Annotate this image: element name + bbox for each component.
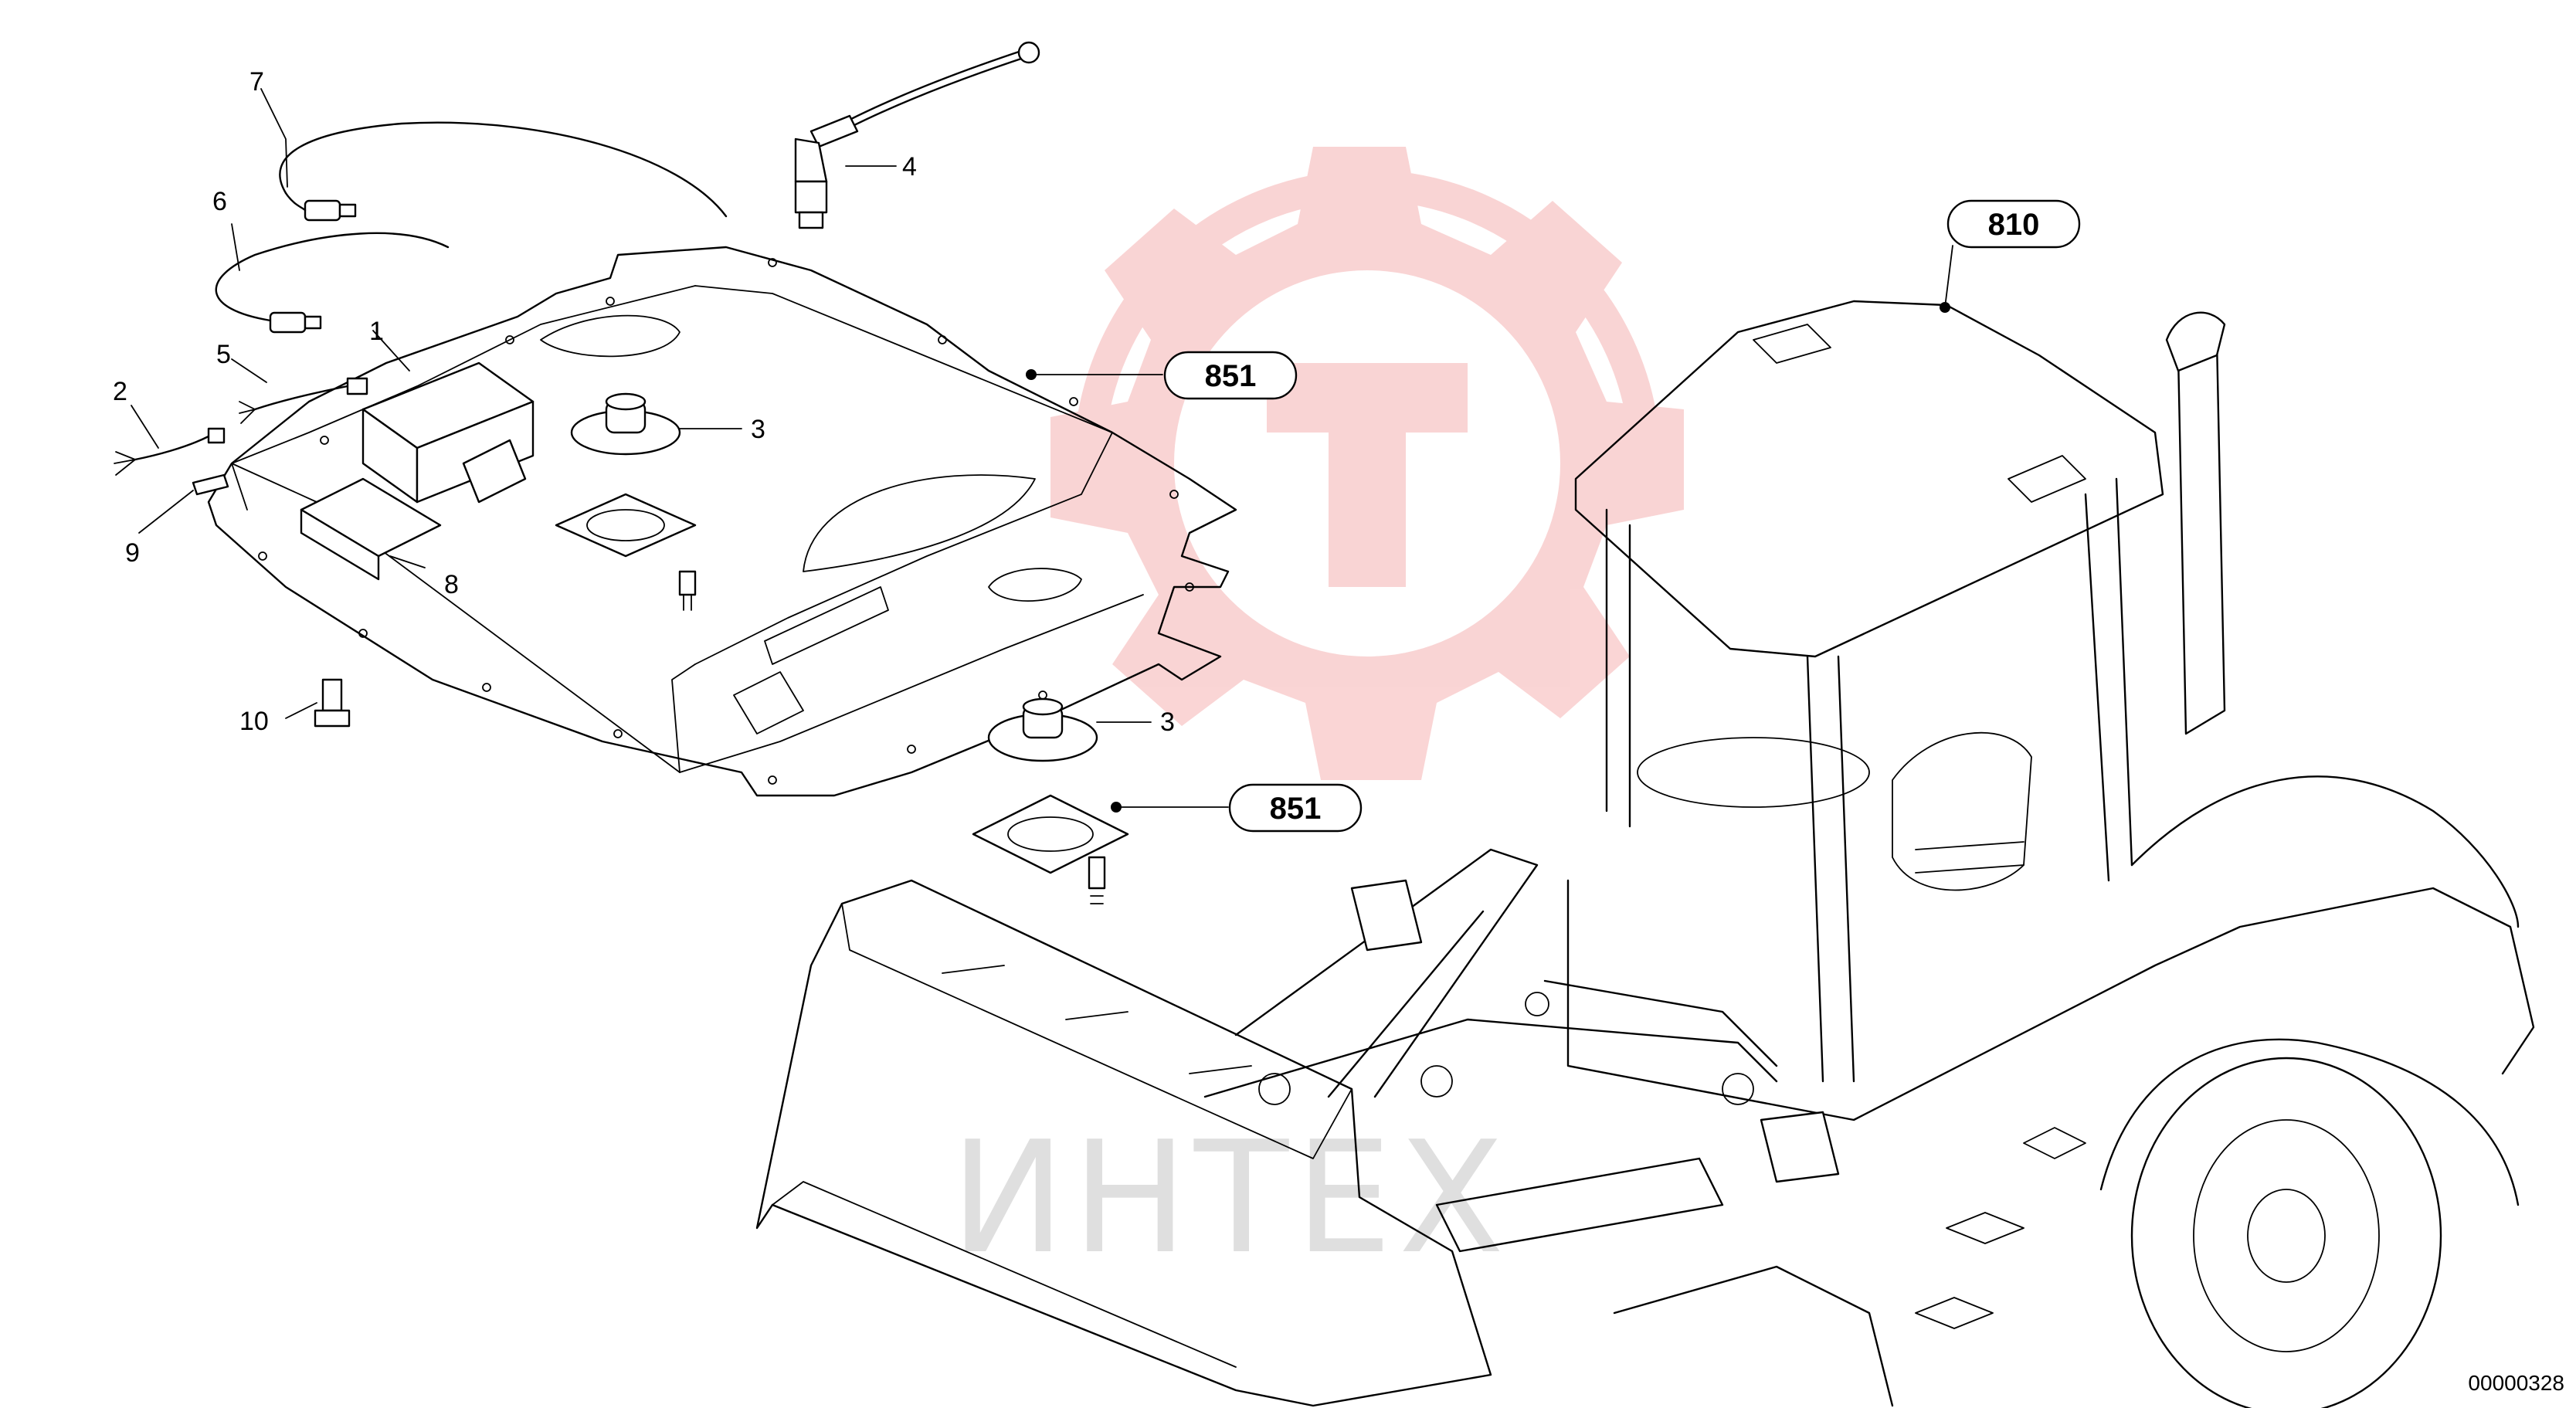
ref-851-upper-label: 851 bbox=[1205, 359, 1257, 393]
part-7-cable bbox=[279, 121, 728, 222]
ref-851-upper: 851 bbox=[1163, 351, 1298, 400]
callout-10: 10 bbox=[239, 707, 269, 736]
callout-7: 7 bbox=[249, 67, 264, 97]
ref-851-lower: 851 bbox=[1228, 783, 1363, 833]
part-9-plug bbox=[192, 473, 229, 496]
watermark-gear-logo bbox=[1050, 147, 1684, 780]
ref-851-lower-label: 851 bbox=[1270, 792, 1322, 826]
callout-dot-851-lower bbox=[1111, 802, 1122, 813]
watermark-text: ИНТЕХ bbox=[950, 1108, 1511, 1288]
part-4-antenna bbox=[794, 41, 1040, 229]
callout-9: 9 bbox=[125, 538, 140, 568]
callout-dot-810 bbox=[1940, 302, 1950, 313]
part-8-pad bbox=[300, 477, 442, 581]
callout-dot-851-upper bbox=[1026, 369, 1037, 380]
bucket bbox=[755, 879, 1492, 1407]
wheel-loader bbox=[755, 300, 2535, 1408]
roof-dome-recess bbox=[803, 474, 1036, 572]
ref-810: 810 bbox=[1946, 199, 2081, 249]
part-2-harness bbox=[114, 427, 226, 476]
callout-3-lower: 3 bbox=[1160, 707, 1175, 737]
callout-4: 4 bbox=[902, 152, 917, 182]
callout-8: 8 bbox=[444, 570, 459, 599]
roof-panel bbox=[207, 246, 1237, 797]
document-id: 00000328 bbox=[2468, 1371, 2564, 1395]
callout-5: 5 bbox=[216, 340, 231, 369]
part-6-cable bbox=[215, 232, 450, 334]
part-3-grommet-lower bbox=[972, 697, 1129, 904]
callout-6: 6 bbox=[212, 187, 227, 216]
roof-panel-outline bbox=[207, 246, 1237, 797]
roof-hatch-opening bbox=[540, 314, 680, 358]
part-3-grommet-upper bbox=[555, 392, 697, 611]
part-1-module bbox=[361, 361, 535, 504]
callout-2: 2 bbox=[113, 377, 127, 406]
callout-3-upper: 3 bbox=[751, 415, 765, 444]
part-5-harness bbox=[239, 377, 368, 424]
lift-cylinder bbox=[1435, 1157, 1724, 1253]
callout-1: 1 bbox=[369, 317, 384, 346]
ref-810-label: 810 bbox=[1988, 208, 2040, 242]
reference-callouts: 810 851 851 bbox=[1163, 199, 2081, 833]
part-number-labels: 1 2 3 3 4 5 6 7 8 9 10 bbox=[113, 67, 1175, 737]
leader-lines bbox=[131, 88, 1953, 813]
part-10-bolt bbox=[314, 678, 351, 728]
